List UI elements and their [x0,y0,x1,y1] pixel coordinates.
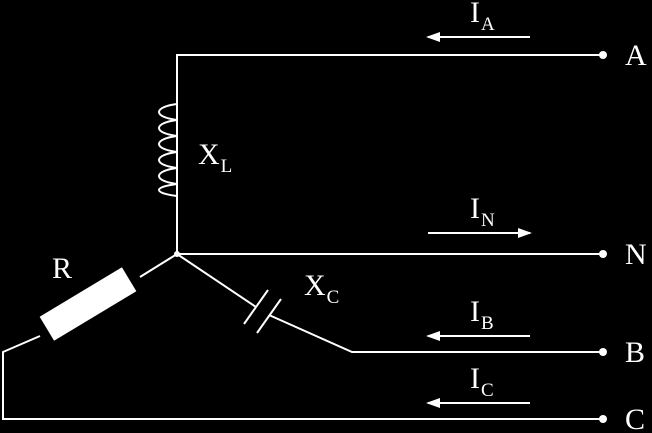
resistor-body [39,267,137,341]
current-label-b: IB [470,295,494,334]
wire-capacitor-left [176,253,257,308]
capacitor-plate-1 [243,289,269,325]
current-label-n: IN [470,192,495,231]
star-node [174,251,180,257]
terminal-dot-b [599,348,607,356]
wire-phase-b [268,314,603,353]
resistor-label: R [52,252,72,285]
current-label-c: IC [470,362,494,401]
wire-phase-a [176,54,603,196]
terminal-dot-a [599,51,607,59]
terminal-label-a: A [625,39,647,72]
capacitor-label: XC [304,269,339,308]
terminal-label-c: C [625,403,645,433]
inductor-coil [158,103,178,197]
terminal-label-b: B [625,336,645,369]
inductor-label: XL [198,138,232,177]
wire-resistor-top [139,253,178,278]
terminal-dot-c [599,415,607,423]
wire-phase-c [2,335,603,420]
terminal-dot-n [599,250,607,258]
terminal-label-n: N [625,238,647,271]
current-label-a: IA [470,0,495,35]
